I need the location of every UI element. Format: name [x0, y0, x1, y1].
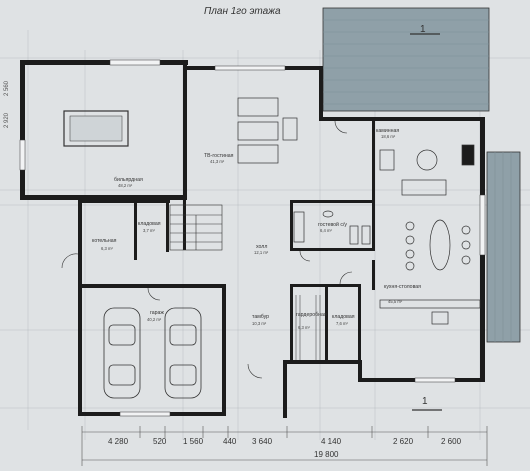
- room-labels: бильярдная 48,2 m² ТВ-гостиная 41,3 m² к…: [92, 128, 421, 330]
- tv-room-furniture: [237, 97, 298, 164]
- dim-segment: 2 620: [393, 437, 414, 446]
- svg-text:1: 1: [420, 24, 426, 35]
- section-mark-bottom: 1: [412, 396, 442, 411]
- bottom-dimensions: 4 280 520 1 560 440 3 640 4 140 2 620 2 …: [81, 426, 488, 466]
- room-label: ТВ-гостиная: [204, 153, 234, 159]
- tick-label: 2 560: [4, 80, 10, 96]
- left-dimension-ticks: 2 920 2 560: [4, 80, 10, 128]
- room-area: 18,6 m²: [381, 134, 396, 139]
- room-label: котельная: [92, 238, 117, 244]
- dim-segment: 1 560: [183, 437, 204, 446]
- room-area: 6,3 m²: [101, 246, 113, 251]
- room-area: 40,2 m²: [147, 317, 162, 322]
- dim-segment: 3 640: [252, 437, 273, 446]
- windows: [19, 59, 486, 417]
- room-label: каминная: [376, 128, 399, 134]
- dim-segment: 4 140: [321, 437, 342, 446]
- stairs: [169, 204, 223, 251]
- room-area: 6,4 m²: [320, 228, 332, 233]
- plan-title: План 1го этажа: [204, 6, 281, 17]
- room-area: 48,2 m²: [118, 183, 133, 188]
- section-mark-top: 1: [410, 24, 440, 35]
- room-label: тамбур: [252, 314, 269, 320]
- tick-label: 2 920: [4, 112, 10, 128]
- room-area: 10,3 m²: [252, 321, 267, 326]
- room-area: 41,3 m²: [210, 159, 225, 164]
- billiard-table: [63, 110, 129, 147]
- room-label: холл: [256, 244, 267, 250]
- room-label: кухня-столовая: [384, 284, 421, 290]
- dining-table: [379, 219, 481, 325]
- dim-total: 19 800: [314, 450, 339, 459]
- svg-text:1: 1: [422, 396, 428, 407]
- dim-segment: 520: [153, 437, 167, 446]
- walls: [20, 60, 485, 418]
- room-area: 12,1 m²: [254, 250, 269, 255]
- room-label: гараж: [150, 310, 164, 316]
- grid-lines: [0, 30, 530, 440]
- room-label: гардеробная: [296, 312, 327, 318]
- garage-cars: [103, 307, 202, 399]
- room-label: кладовая: [332, 314, 355, 320]
- room-area: 7,6 m²: [336, 321, 348, 326]
- fireplace-furniture: [379, 144, 475, 196]
- terrace-top: [322, 7, 490, 112]
- room-area: 45,5 m²: [388, 299, 403, 304]
- room-label: кладовая: [138, 221, 161, 227]
- dim-segment: 440: [223, 437, 237, 446]
- room-area: 6,3 m²: [298, 325, 310, 330]
- dim-segment: 2 600: [441, 437, 462, 446]
- room-label: гостевой с/у: [318, 221, 347, 228]
- doors: [61, 120, 353, 379]
- dim-segment: 4 280: [108, 437, 129, 446]
- wardrobe-shelves: [295, 295, 321, 360]
- wc-fixtures: [293, 210, 371, 245]
- room-area: 3,7 m²: [143, 228, 155, 233]
- room-label: бильярдная: [114, 177, 143, 183]
- terrace-right: [486, 151, 521, 343]
